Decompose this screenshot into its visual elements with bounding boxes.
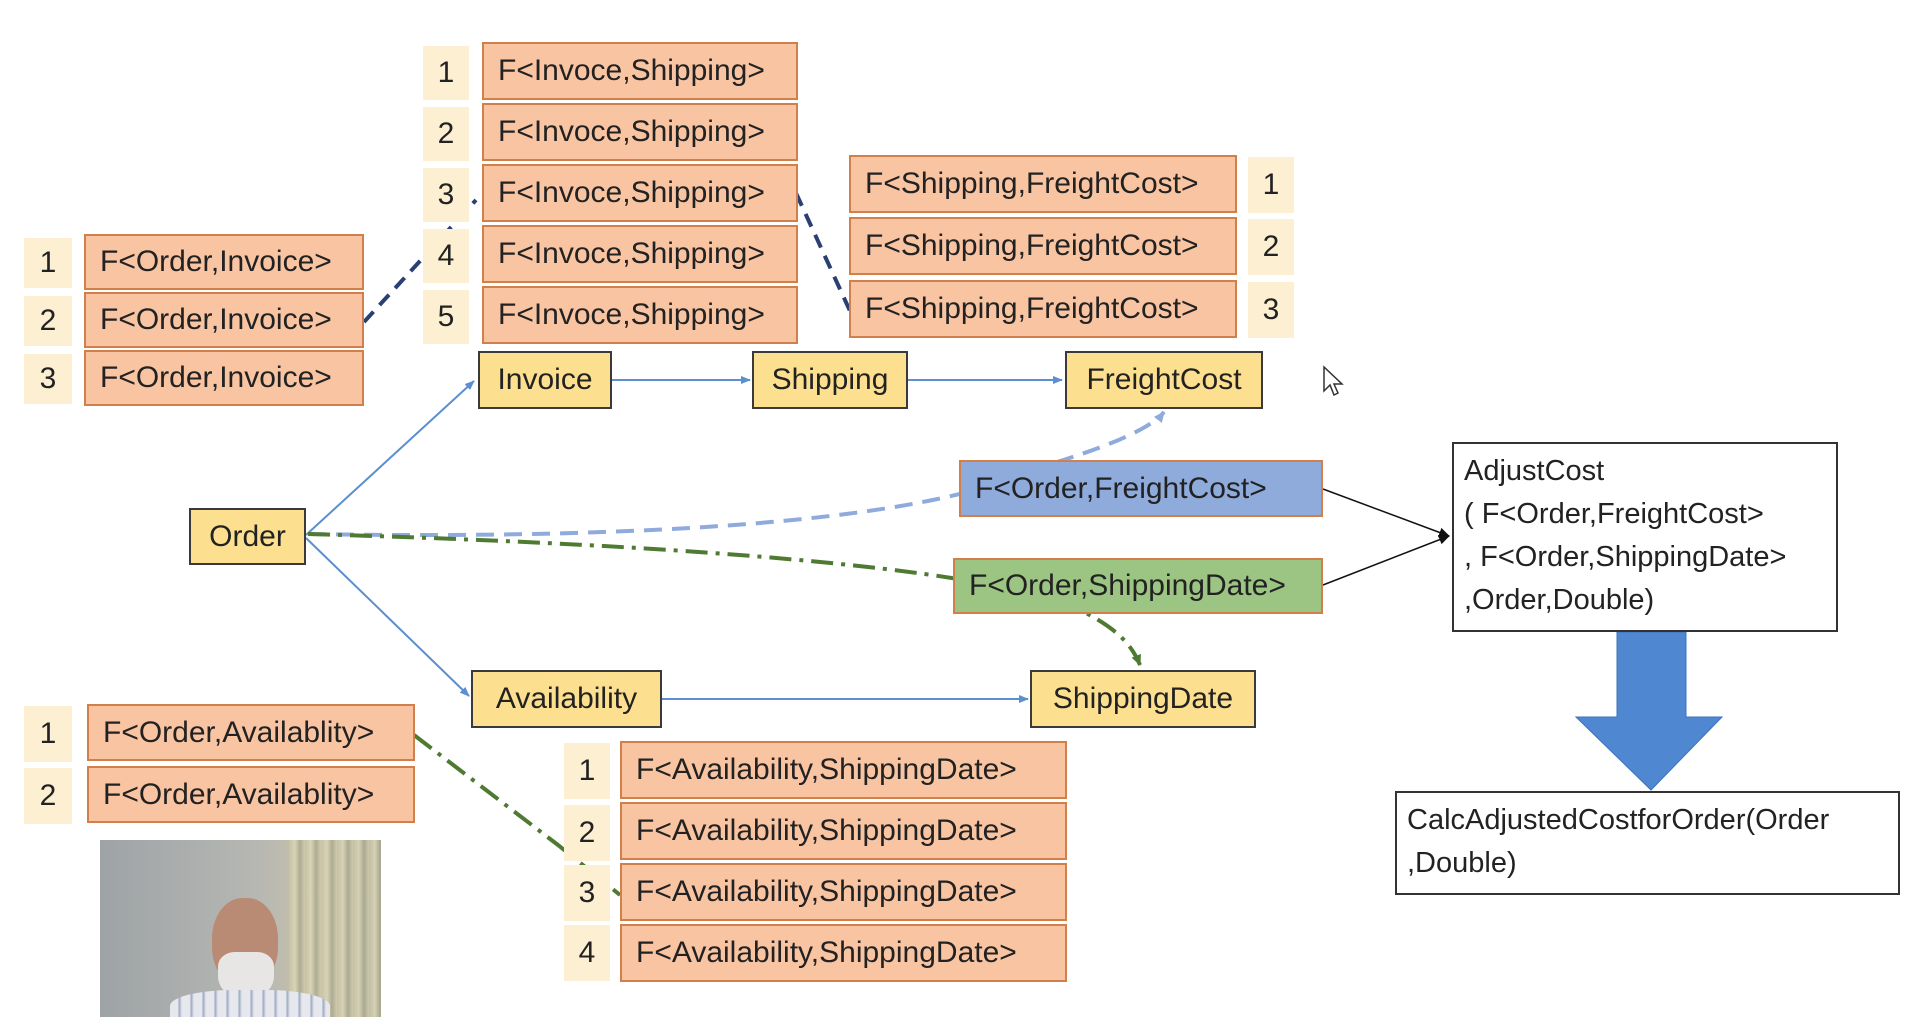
calc-line: CalcAdjustedCostforOrder(Order (1407, 804, 1830, 836)
edge-shippingdate-adjustcost (1322, 534, 1450, 586)
index-label: 2 (24, 296, 72, 346)
index-label: 2 (1248, 219, 1294, 275)
presenter-shirt (170, 990, 330, 1017)
node-shipping: Shipping (752, 351, 908, 409)
index-label: 3 (24, 354, 72, 404)
function-box: F<Invoce,Shipping> (482, 103, 798, 161)
node-invoice: Invoice (478, 351, 612, 409)
function-box: F<Availability,ShippingDate> (620, 802, 1067, 860)
function-box: F<Shipping,FreightCost> (849, 280, 1237, 338)
adjustcost-line: AdjustCost (1464, 455, 1605, 487)
index-label: 3 (423, 168, 469, 222)
calc-line: ,Double) (1407, 847, 1517, 879)
composed-order-shippingdate: F<Order,ShippingDate> (953, 558, 1323, 614)
dashdot-availability-link (412, 733, 622, 897)
node-shippingdate: ShippingDate (1030, 670, 1256, 728)
index-label: 2 (423, 107, 469, 161)
function-box: F<Availability,ShippingDate> (620, 924, 1067, 982)
function-box: F<Availability,ShippingDate> (620, 741, 1067, 799)
dash-order-freightcost (307, 410, 1166, 538)
index-label: 1 (24, 238, 72, 288)
function-box: F<Order,Availablity> (87, 704, 415, 761)
function-box: F<Invoce,Shipping> (482, 164, 798, 222)
function-box: F<Availability,ShippingDate> (620, 863, 1067, 921)
adjustcost-box: AdjustCost ( F<Order,FreightCost> , F<Or… (1452, 442, 1838, 632)
function-box: F<Invoce,Shipping> (482, 286, 798, 344)
webcam-background (289, 840, 381, 1017)
function-box: F<Order,Invoice> (84, 350, 364, 406)
function-box: F<Order,Invoice> (84, 234, 364, 290)
index-label: 2 (24, 768, 72, 824)
node-freightcost: FreightCost (1065, 351, 1263, 409)
edge-order-availability (305, 537, 470, 697)
dashdot-order-shippingdate (307, 532, 1142, 666)
index-label: 3 (1248, 282, 1294, 338)
index-label: 4 (564, 925, 610, 981)
calc-adjusted-cost-box: CalcAdjustedCostforOrder(Order ,Double) (1395, 791, 1900, 895)
function-box: F<Order,Availablity> (87, 766, 415, 823)
node-order: Order (189, 508, 306, 565)
function-box: F<Shipping,FreightCost> (849, 217, 1237, 275)
edge-order-invoice (305, 380, 475, 536)
index-label: 1 (1248, 157, 1294, 213)
edge-freightcost-adjustcost (1322, 488, 1450, 538)
node-availability: Availability (471, 670, 662, 728)
mouse-pointer-icon (1323, 365, 1344, 397)
adjustcost-line: ,Order,Double) (1464, 584, 1655, 616)
webcam-overlay (100, 840, 381, 1017)
adjustcost-line: ( F<Order,FreightCost> (1464, 498, 1764, 530)
index-label: 5 (423, 290, 469, 344)
index-label: 3 (564, 865, 610, 921)
function-box: F<Invoce,Shipping> (482, 225, 798, 283)
composed-order-freightcost: F<Order,FreightCost> (959, 460, 1323, 517)
adjustcost-line: , F<Order,ShippingDate> (1464, 541, 1787, 573)
index-label: 2 (564, 805, 610, 861)
index-label: 1 (564, 743, 610, 799)
index-label: 1 (24, 706, 72, 762)
dash-invoice-shipping-to-shipping-freight (794, 192, 852, 312)
down-arrow-icon (1574, 631, 1724, 791)
index-label: 4 (423, 229, 469, 283)
function-box: F<Invoce,Shipping> (482, 42, 798, 100)
function-box: F<Order,Invoice> (84, 292, 364, 348)
function-box: F<Shipping,FreightCost> (849, 155, 1237, 213)
index-label: 1 (423, 46, 469, 100)
